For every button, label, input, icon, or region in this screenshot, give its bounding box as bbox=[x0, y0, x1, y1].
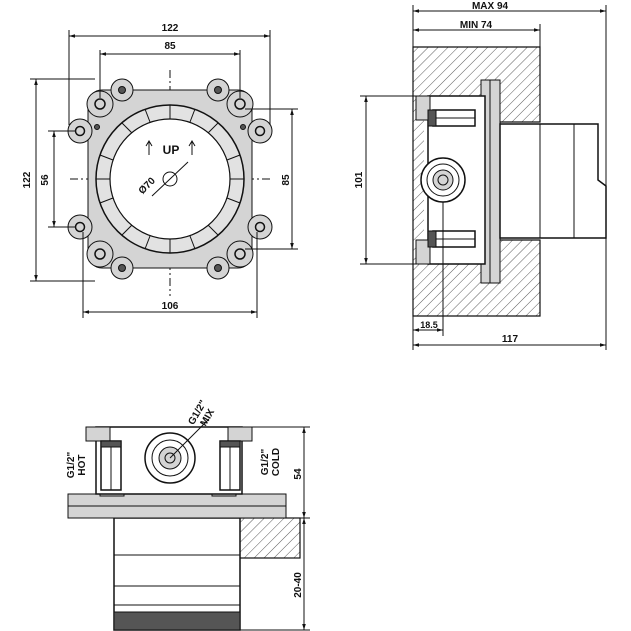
label-cold-line2: COLD bbox=[271, 448, 282, 476]
side-dimensions bbox=[360, 5, 607, 350]
label-hot-line2: HOT bbox=[77, 454, 88, 475]
dim-right: 85 bbox=[281, 174, 292, 186]
dim-max: MAX 94 bbox=[472, 1, 509, 12]
housing-ring bbox=[95, 104, 245, 254]
dim-min: MIN 74 bbox=[460, 20, 493, 31]
front-view: UP Ø70 1 bbox=[22, 23, 298, 318]
front-dimensions bbox=[30, 30, 298, 318]
bottom-dimensions bbox=[240, 426, 310, 631]
dim-height-bottom: 54 bbox=[293, 468, 304, 480]
dim-top-outer: 122 bbox=[162, 23, 179, 34]
dim-left-inner: 56 bbox=[40, 174, 51, 186]
dim-width: 117 bbox=[502, 334, 519, 345]
up-label: UP bbox=[163, 143, 180, 157]
dim-left-outer: 122 bbox=[22, 171, 33, 188]
dim-bottom: 106 bbox=[162, 301, 179, 312]
up-arrow-icon bbox=[145, 140, 196, 155]
dim-top-inner: 85 bbox=[164, 41, 176, 52]
label-cold-line1: G1/2" bbox=[260, 449, 271, 476]
label-hot-line1: G1/2" bbox=[66, 452, 77, 479]
dim-depth: 20-40 bbox=[293, 572, 304, 598]
side-view: MAX 94 MIN 74 101 18.5 117 bbox=[354, 1, 607, 350]
dim-offset: 18.5 bbox=[420, 320, 438, 330]
dim-height-side: 101 bbox=[354, 171, 365, 188]
bottom-view: G1/2" MIX G1/2" HOT G1/2" COLD 54 20-40 bbox=[66, 398, 310, 631]
